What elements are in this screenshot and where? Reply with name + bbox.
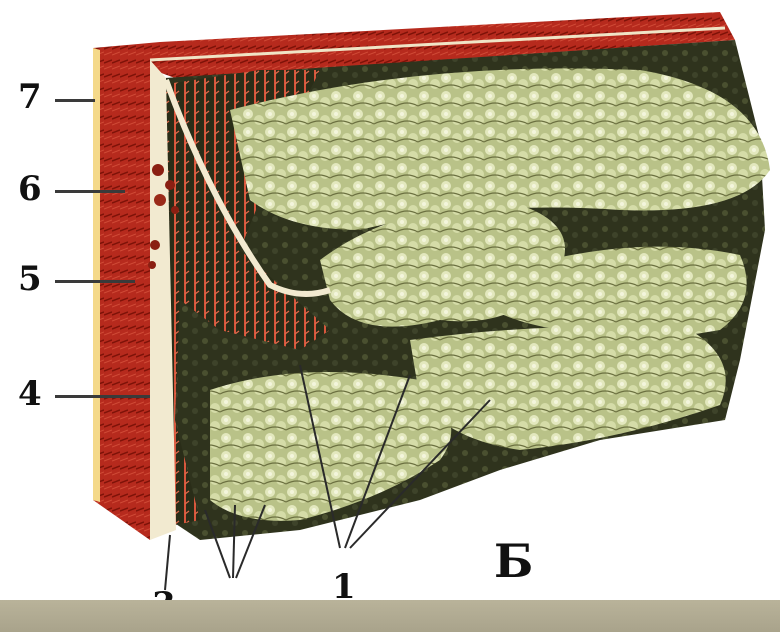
label-6: 6 — [18, 172, 42, 206]
leader-7 — [55, 99, 95, 102]
label-4: 4 — [18, 377, 42, 411]
serosa-layer — [93, 48, 100, 502]
label-5: 5 — [18, 262, 42, 296]
label-7: 7 — [18, 80, 42, 114]
panel-letter: Б — [494, 538, 533, 584]
leader-6 — [55, 190, 125, 193]
label-1: 1 — [332, 570, 356, 604]
leader-4 — [55, 395, 150, 398]
muscle-layer — [93, 48, 150, 540]
leader-5 — [55, 280, 135, 283]
bottom-band — [0, 600, 780, 632]
